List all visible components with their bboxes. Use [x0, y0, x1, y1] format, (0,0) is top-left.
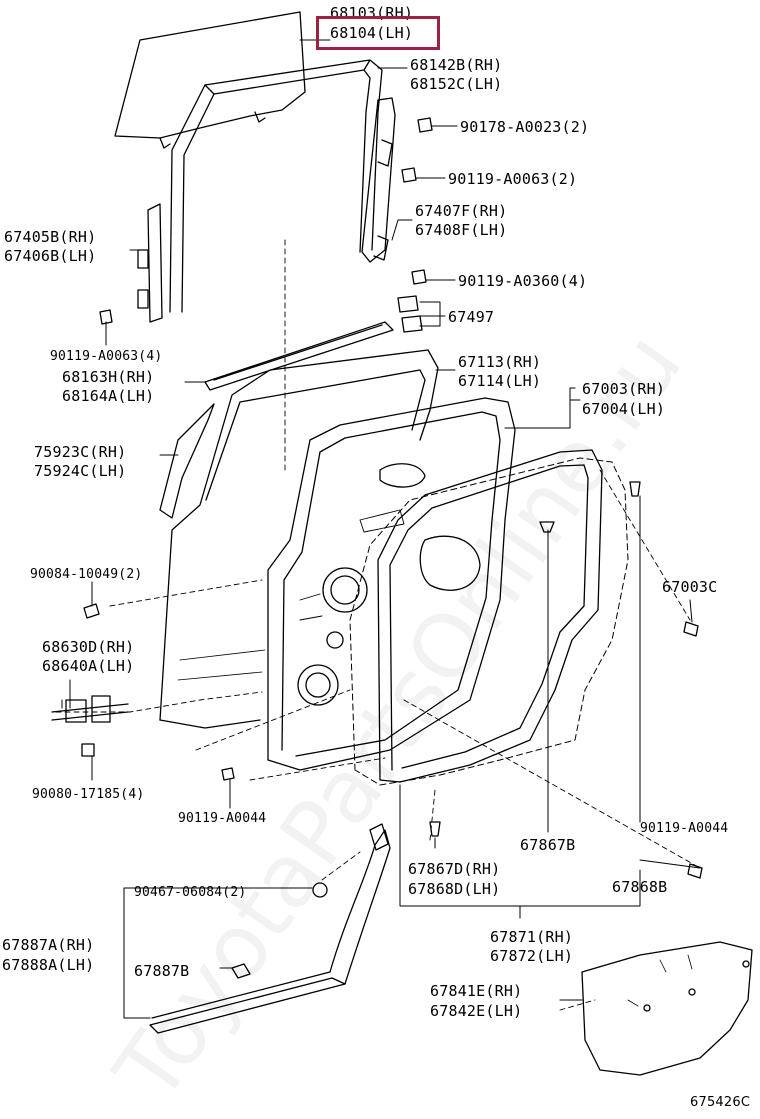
part-label-67868b: 67868B — [612, 878, 668, 896]
rear-channel — [361, 97, 396, 263]
figure-code: 675426C — [690, 1095, 751, 1110]
part-label-67408f: 67408F(LH) — [415, 221, 508, 239]
part-label-90119-a0063-4: 90119-A0063(4) — [50, 349, 163, 364]
part-label-67868d: 67868D(LH) — [408, 880, 501, 898]
part-label-67497: 67497 — [448, 308, 495, 326]
outer-panel — [159, 349, 439, 721]
door-glass — [114, 11, 306, 139]
part-highlight — [316, 16, 440, 50]
part-label-67114: 67114(LH) — [458, 372, 542, 390]
part-label-75924c: 75924C(LH) — [34, 462, 127, 480]
part-label-67407f: 67407F(RH) — [415, 202, 508, 220]
part-label-68630d: 68630D(RH) — [42, 638, 135, 656]
part-label-75923c: 75923C(RH) — [34, 443, 127, 461]
part-label-67405b: 67405B(RH) — [4, 228, 97, 246]
part-label-90467: 90467-06084(2) — [134, 885, 247, 900]
part-label-90119-a0044-left: 90119-A0044 — [178, 811, 267, 826]
part-label-67003c: 67003C — [662, 578, 718, 596]
part-label-67004: 67004(LH) — [582, 400, 666, 418]
stopper — [397, 295, 423, 333]
watershield — [581, 941, 753, 1076]
inner-frame — [267, 397, 516, 771]
part-label-68640a: 68640A(LH) — [42, 657, 135, 675]
part-label-90084: 90084-10049(2) — [30, 567, 143, 582]
part-label-67871: 67871(RH) — [490, 928, 574, 946]
part-label-90080: 90080-17185(4) — [32, 787, 145, 802]
part-label-67003: 67003(RH) — [582, 380, 666, 398]
part-label-90119-a0063-2: 90119-A0063(2) — [448, 170, 578, 188]
service-outline — [349, 457, 629, 786]
part-label-67887b: 67887B — [134, 962, 190, 980]
part-label-67887a: 67887A(RH) — [2, 936, 95, 954]
door-check — [51, 703, 129, 721]
part-label-68152c: 68152C(LH) — [410, 75, 503, 93]
part-label-67872: 67872(LH) — [490, 947, 574, 965]
part-label-90178: 90178-A0023(2) — [460, 118, 590, 136]
part-label-90119-a0044-right: 90119-A0044 — [640, 821, 729, 836]
front-moulding — [159, 403, 215, 519]
part-label-67113: 67113(RH) — [458, 353, 542, 371]
glass-run — [169, 59, 383, 313]
weatherstrip — [377, 449, 603, 783]
part-label-67867d: 67867D(RH) — [408, 860, 501, 878]
part-label-68163h: 68163H(RH) — [62, 368, 155, 386]
part-label-67842e: 67842E(LH) — [430, 1002, 523, 1020]
part-label-67406b: 67406B(LH) — [4, 247, 97, 265]
part-label-67841e: 67841E(RH) — [430, 982, 523, 1000]
part-label-90119-a0360: 90119-A0360(4) — [458, 272, 588, 290]
part-label-67888a: 67888A(LH) — [2, 956, 95, 974]
part-label-68142b: 68142B(RH) — [410, 56, 503, 74]
part-label-67867b: 67867B — [520, 836, 576, 854]
part-label-68104: 68104(LH) — [330, 24, 414, 42]
front-channel — [147, 203, 163, 323]
belt-moulding — [204, 321, 394, 391]
rocker-seal — [149, 977, 346, 1034]
part-label-68164a: 68164A(LH) — [62, 387, 155, 405]
